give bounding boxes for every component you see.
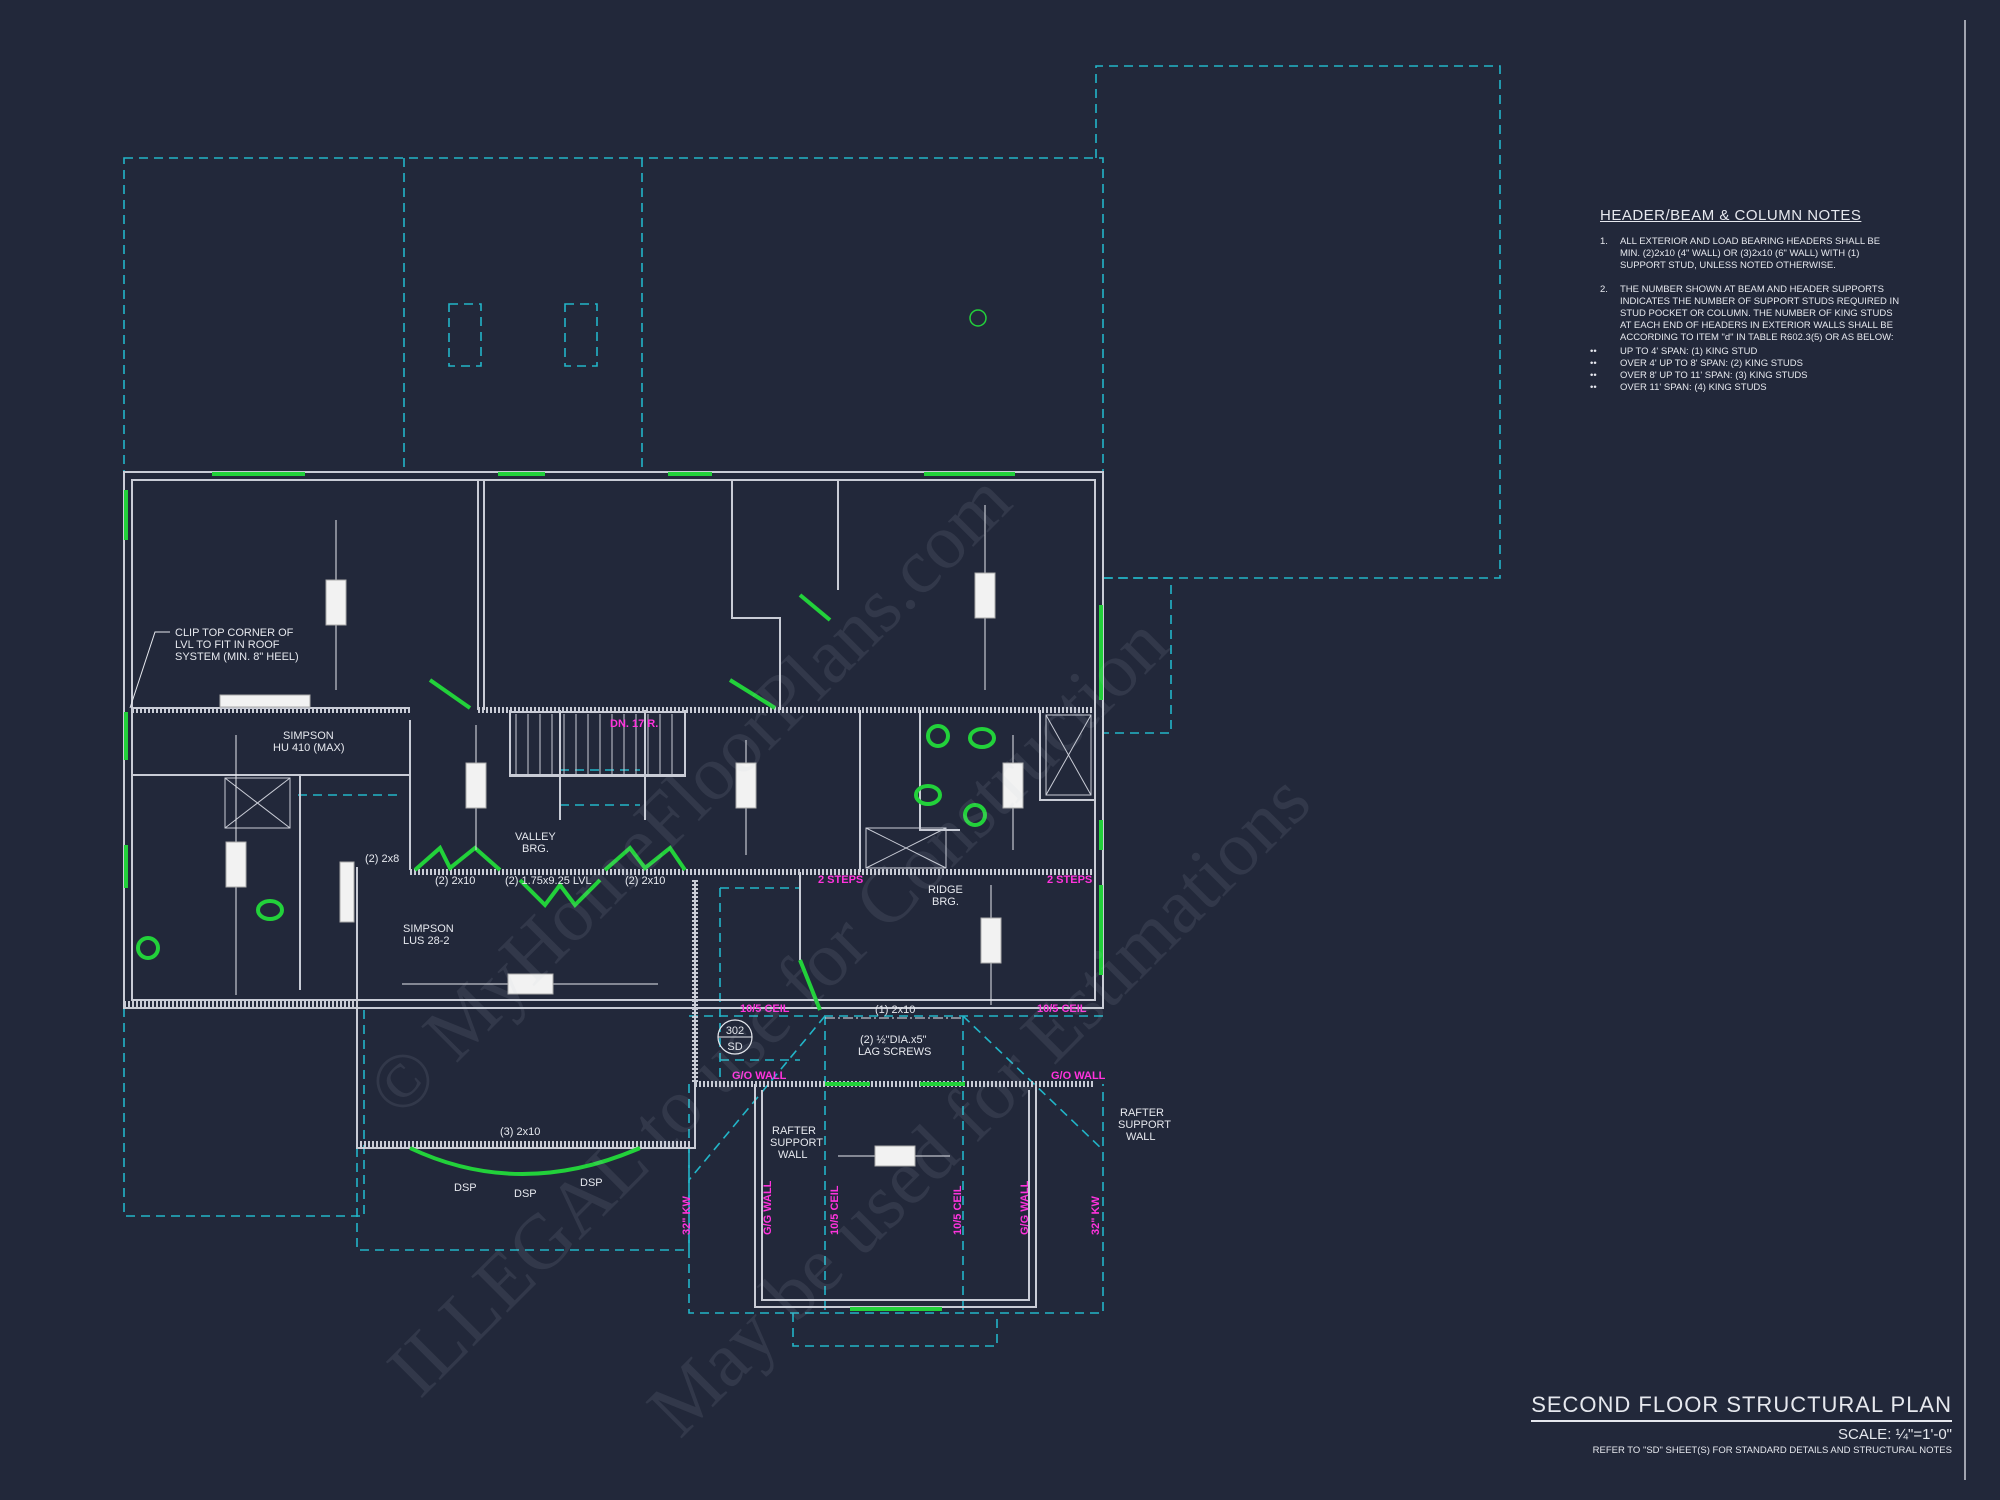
note-item: 1.ALL EXTERIOR AND LOAD BEARING HEADERS … [1600, 236, 1881, 271]
note-lag-screws: (2) ½"DIA.x5" [860, 1034, 927, 1046]
ceil-left: 10/5 CEIL [740, 1003, 790, 1015]
note-clip: CLIP TOP CORNER OF [175, 627, 294, 639]
svg-text:LAG SCREWS: LAG SCREWS [858, 1046, 931, 1058]
annotations: CLIP TOP CORNER OF LVL TO FIT IN ROOF SY… [129, 627, 1171, 1235]
sheet-reference: REFER TO "SD" SHEET(S) FOR STANDARD DETA… [1592, 1445, 1952, 1456]
stair-label: DN. 17 R. [610, 718, 658, 730]
svg-text:BRG.: BRG. [932, 896, 959, 908]
svg-text:LUS 28-2: LUS 28-2 [403, 935, 449, 947]
windows-doors [124, 472, 1103, 1311]
vertical-label: 32" KW [681, 1196, 693, 1235]
joist-markers [219, 505, 1024, 1167]
ceil-right: 10/5 CEIL [1037, 1003, 1087, 1015]
beam-2x10-a: (2) 2x10 [435, 875, 475, 887]
svg-text:LVL TO FIT IN ROOF: LVL TO FIT IN ROOF [175, 639, 280, 651]
title-block: SECOND FLOOR STRUCTURAL PLAN SCALE: ¼"=1… [1531, 1392, 1952, 1456]
svg-text:WALL: WALL [1126, 1131, 1156, 1143]
vertical-label: G/G WALL [1019, 1180, 1031, 1235]
beam-2x8: (2) 2x8 [365, 853, 399, 865]
notes-heading: HEADER/BEAM & COLUMN NOTES [1600, 207, 1862, 224]
svg-text:HU 410 (MAX): HU 410 (MAX) [273, 742, 345, 754]
dsp-label: DSP [580, 1177, 603, 1189]
note-bullet: ••OVER 11' SPAN: (4) KING STUDS [1590, 382, 1767, 393]
note-bullet: ••UP TO 4' SPAN: (1) KING STUD [1590, 346, 1758, 357]
svg-text:302: 302 [726, 1025, 744, 1037]
note-simpson-hu: SIMPSON [283, 730, 334, 742]
vertical-label: G/G WALL [762, 1180, 774, 1235]
steps-right: 2 STEPS [1047, 874, 1092, 886]
vertical-label: 10/5 CEIL [829, 1185, 841, 1235]
note-simpson-lus: SIMPSON [403, 923, 454, 935]
svg-text:SD: SD [727, 1041, 742, 1053]
beam-2x10-b: (2) 2x10 [625, 875, 665, 887]
dsp-label: DSP [454, 1182, 477, 1194]
note-bullet: ••OVER 8' UP TO 11' SPAN: (3) KING STUDS [1590, 370, 1808, 381]
shower-boxes [224, 714, 1092, 869]
note-rafter-left: RAFTER [772, 1125, 816, 1137]
vertical-label: 10/5 CEIL [952, 1185, 964, 1235]
note-ridge-brg: RIDGE [928, 884, 963, 896]
detail-callout: 302 SD [717, 1019, 753, 1055]
watermark: © MyHomeFloorPlans.com ILLEGAL to use fo… [351, 456, 1327, 1452]
note-bullet: ••OVER 4' UP TO 8' SPAN: (2) KING STUDS [1590, 358, 1803, 369]
note-item: 2.THE NUMBER SHOWN AT BEAM AND HEADER SU… [1600, 284, 1900, 343]
vertical-label: 32" KW [1090, 1196, 1102, 1235]
go-wall-left: G/O WALL [732, 1070, 787, 1082]
go-wall-right: G/O WALL [1051, 1070, 1106, 1082]
beam-lvl: (2) 1.75x9.25 LVL [505, 875, 592, 887]
sheet-scale: SCALE: ¼"=1'-0" [1838, 1426, 1952, 1443]
note-valley-brg: VALLEY [515, 831, 556, 843]
svg-text:BRG.: BRG. [522, 843, 549, 855]
svg-text:SUPPORT: SUPPORT [1118, 1119, 1171, 1131]
walls [123, 471, 1104, 1308]
svg-text:SYSTEM (MIN. 8" HEEL): SYSTEM (MIN. 8" HEEL) [175, 651, 299, 663]
stair [360, 711, 690, 1147]
steps-left: 2 STEPS [818, 874, 863, 886]
beam-1-2x10: (1) 2x10 [875, 1004, 915, 1016]
note-rafter-right: RAFTER [1120, 1107, 1164, 1119]
dsp-label: DSP [514, 1188, 537, 1200]
beam-3-2x10: (3) 2x10 [500, 1126, 540, 1138]
sheet-title: SECOND FLOOR STRUCTURAL PLAN [1531, 1392, 1952, 1422]
svg-text:© MyHomeFloorPlans.com: © MyHomeFloorPlans.com [351, 456, 1027, 1132]
header-beam-column-notes: HEADER/BEAM & COLUMN NOTES 1.ALL EXTERIO… [1590, 207, 1900, 394]
svg-text:WALL: WALL [778, 1149, 808, 1161]
svg-text:SUPPORT: SUPPORT [770, 1137, 823, 1149]
